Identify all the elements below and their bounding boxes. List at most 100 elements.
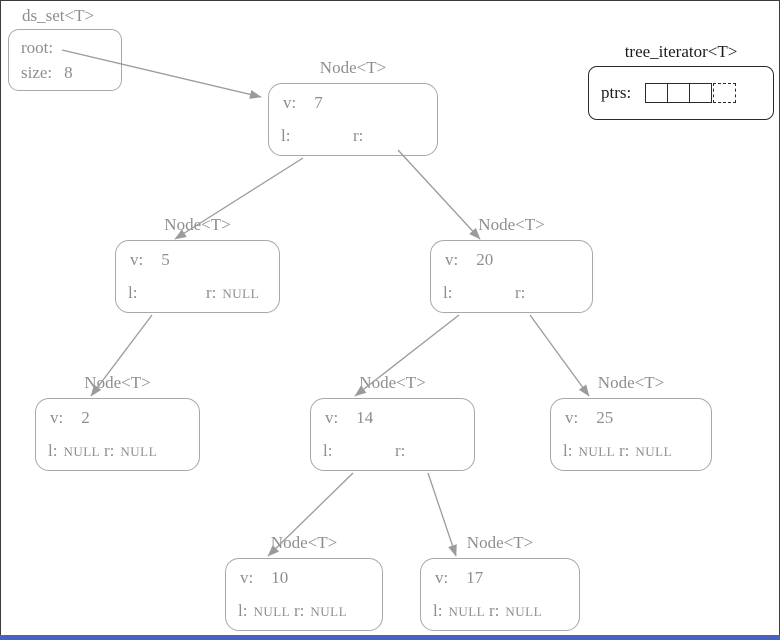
children-fields: l:NULL r:NULL bbox=[433, 601, 571, 621]
node-box: v: 20 l: r: bbox=[430, 240, 593, 313]
right-field: r:NULL bbox=[206, 283, 259, 303]
value-field: v: 10 bbox=[240, 568, 288, 588]
v-value: 14 bbox=[356, 408, 374, 427]
ptr-cell bbox=[667, 83, 691, 103]
right-field: r:NULL bbox=[104, 441, 157, 461]
v-value: 5 bbox=[161, 250, 170, 269]
r-value: NULL bbox=[635, 444, 673, 459]
v-value: 10 bbox=[271, 568, 289, 587]
size-value: 8 bbox=[64, 63, 73, 82]
r-label: r: bbox=[294, 601, 305, 620]
node-25: Node<T> v:25 l:NULL r:NULL bbox=[550, 373, 712, 471]
node-type-label: Node<T> bbox=[597, 373, 665, 392]
node-box: v: 14 l: r: bbox=[310, 398, 475, 471]
size-label: size: bbox=[21, 63, 53, 82]
r-value: NULL bbox=[505, 604, 543, 619]
right-field: r: NULL bbox=[489, 601, 542, 621]
l-value: NULL bbox=[578, 444, 616, 459]
l-label: l: bbox=[128, 283, 138, 302]
node-20: Node<T> v: 20 l: r: bbox=[430, 215, 593, 313]
node-type-label: Node<T> bbox=[466, 533, 534, 552]
children-fields: l: r: bbox=[443, 283, 584, 303]
root-label: root: bbox=[21, 38, 54, 57]
r-label: r: bbox=[395, 441, 406, 460]
node-box: v: 7 l: r: bbox=[268, 83, 438, 156]
v-label: v: bbox=[283, 93, 297, 112]
l-label: l: bbox=[323, 441, 333, 460]
v-label: v: bbox=[325, 408, 339, 427]
children-fields: l: NULL r:NULL bbox=[48, 441, 191, 461]
value-field: v: 25 bbox=[565, 408, 613, 428]
v-label: v: bbox=[435, 568, 449, 587]
node-10: Node<T> v: 10 l:NULL r: NULL bbox=[225, 533, 383, 631]
right-field: r: NULL bbox=[294, 601, 347, 621]
left-field: l:NULL bbox=[238, 601, 290, 621]
node-17: Node<T> v:17 l:NULL r:NULL bbox=[420, 533, 580, 631]
ptr-cell bbox=[645, 83, 669, 103]
v-label: v: bbox=[565, 408, 579, 427]
r-label: r: bbox=[515, 283, 526, 302]
r-label: r: bbox=[206, 283, 217, 302]
ptrs-label: ptrs: bbox=[601, 83, 632, 102]
l-value: NULL bbox=[63, 444, 101, 459]
value-field: v: 7 bbox=[283, 93, 323, 113]
node-box: v: 10 l:NULL r: NULL bbox=[225, 558, 383, 631]
node-7: Node<T> v: 7 l: r: bbox=[268, 58, 438, 156]
node-type-label: Node<T> bbox=[164, 215, 231, 234]
children-fields: l: r: bbox=[323, 441, 466, 461]
node-2: Node<T> v: 2 l: NULL r:NULL bbox=[35, 373, 200, 471]
l-label: l: bbox=[281, 126, 291, 145]
node-type-label: Node<T> bbox=[319, 58, 387, 77]
right-field: r: bbox=[353, 126, 369, 146]
value-field: v: 20 bbox=[445, 250, 493, 270]
right-field: r: NULL bbox=[619, 441, 672, 461]
value-field: v: 2 bbox=[50, 408, 90, 428]
ds-set-box: root: size: 8 bbox=[8, 29, 122, 91]
l-label: l: bbox=[48, 441, 58, 460]
bottom-border bbox=[0, 635, 780, 640]
value-field: v: 5 bbox=[130, 250, 170, 270]
ptr-cell-end bbox=[713, 83, 737, 103]
ds-set-struct: ds_set<T> root: size: 8 bbox=[8, 6, 122, 91]
ptr-cell bbox=[689, 83, 713, 103]
r-label: r: bbox=[619, 441, 630, 460]
left-field: l: NULL bbox=[433, 601, 485, 621]
v-label: v: bbox=[130, 250, 144, 269]
ds-set-title: ds_set<T> bbox=[22, 6, 95, 25]
root-field: root: bbox=[21, 35, 109, 60]
v-value: 20 bbox=[476, 250, 494, 269]
tree-iterator-box: ptrs: bbox=[588, 66, 774, 120]
left-field: l: bbox=[323, 441, 338, 461]
left-field: l: NULL bbox=[563, 441, 615, 461]
l-label: l: bbox=[433, 601, 443, 620]
l-label: l: bbox=[443, 283, 453, 302]
value-field: v: 14 bbox=[325, 408, 373, 428]
v-label: v: bbox=[50, 408, 64, 427]
ptrs-cells bbox=[645, 83, 737, 103]
l-value: NULL bbox=[448, 604, 486, 619]
children-fields: l:NULL r:NULL bbox=[563, 441, 703, 461]
v-value: 25 bbox=[596, 408, 614, 427]
tree-iterator-title: tree_iterator<T> bbox=[624, 42, 738, 61]
r-value: NULL bbox=[120, 444, 158, 459]
right-field: r: bbox=[395, 441, 411, 461]
v-value: 7 bbox=[314, 93, 323, 112]
v-label: v: bbox=[445, 250, 459, 269]
tree-iterator-struct: tree_iterator<T> ptrs: bbox=[588, 42, 774, 120]
left-field: l: bbox=[281, 126, 296, 146]
children-fields: l:NULL r: NULL bbox=[238, 601, 374, 621]
node-type-label: Node<T> bbox=[478, 215, 545, 234]
v-value: 2 bbox=[81, 408, 90, 427]
left-field: l: bbox=[128, 283, 143, 303]
node-type-label: Node<T> bbox=[84, 373, 151, 392]
node-type-label: Node<T> bbox=[270, 533, 338, 552]
node-box: v: 5 l: r:NULL bbox=[115, 240, 280, 313]
v-label: v: bbox=[240, 568, 254, 587]
r-value: NULL bbox=[310, 604, 348, 619]
size-field: size: 8 bbox=[21, 60, 109, 85]
r-label: r: bbox=[353, 126, 364, 145]
l-label: l: bbox=[563, 441, 573, 460]
r-label: r: bbox=[489, 601, 500, 620]
node-box: v: 2 l: NULL r:NULL bbox=[35, 398, 200, 471]
node-14: Node<T> v:14 l: r: bbox=[310, 373, 475, 471]
